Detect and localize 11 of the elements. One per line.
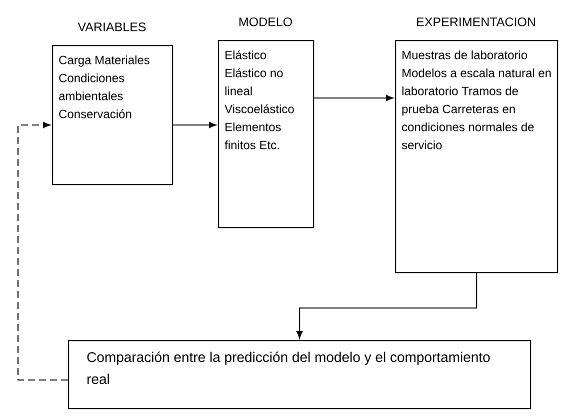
arrow	[17, 122, 68, 381]
arrow	[173, 122, 216, 128]
heading: MODELO	[239, 17, 292, 26]
heading: EXPERIMENTACION	[417, 17, 535, 26]
arrow	[314, 94, 394, 102]
process-box: Muestras de laboratorio Modelos a escala natural en laboratorio Tramos de prueba Carreteras en condiciones normales de servicio	[395, 40, 558, 274]
process-box: Elástico Elástico no lineal Viscoelástico Elementos finitos Etc.	[218, 40, 314, 228]
process-box: Comparación entre la predicción del modelo y el comportamiento real	[68, 340, 532, 410]
process-box: Carga Materiales Condiciones ambientales Conservación	[52, 45, 174, 186]
heading: VARIABLES	[78, 22, 146, 32]
arrow	[296, 273, 478, 338]
